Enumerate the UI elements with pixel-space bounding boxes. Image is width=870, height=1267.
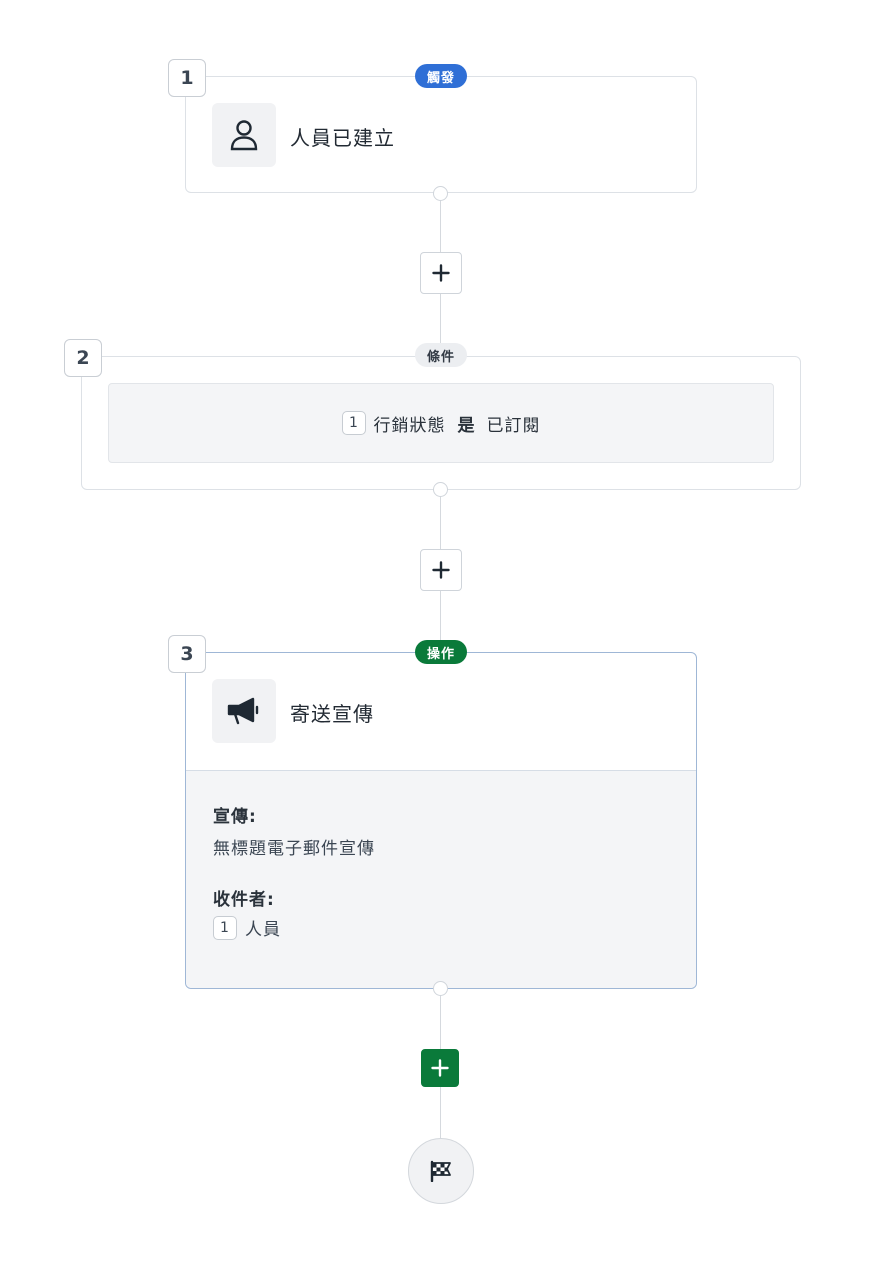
trigger-icon-box <box>212 103 276 167</box>
recipients-text: 人員 <box>245 920 281 940</box>
step-number: 1 <box>168 59 206 97</box>
recipients-value: 1 人員 <box>213 915 281 940</box>
condition-operator: 是 <box>457 415 475 436</box>
connector-dot <box>433 186 448 201</box>
action-details: 宣傳: 無標題電子郵件宣傳 收件者: 1 人員 <box>186 770 696 988</box>
recipients-index: 1 <box>213 915 237 940</box>
action-badge: 操作 <box>415 640 467 664</box>
step-number: 2 <box>64 339 102 377</box>
plus-icon <box>431 1059 449 1077</box>
connector-line <box>440 193 441 273</box>
connector-line <box>440 489 441 551</box>
plus-icon <box>432 264 450 282</box>
connector-dot <box>433 482 448 497</box>
condition-field: 行銷狀態 <box>373 415 446 436</box>
action-card[interactable]: 寄送宣傳 宣傳: 無標題電子郵件宣傳 收件者: 1 人員 <box>185 652 697 989</box>
condition-badge: 條件 <box>415 343 467 367</box>
condition-rule[interactable]: 1 行銷狀態 是 已訂閱 <box>108 383 774 463</box>
connector-line <box>440 291 441 357</box>
condition-card[interactable]: 1 行銷狀態 是 已訂閱 <box>81 356 801 490</box>
connector-line <box>440 589 441 653</box>
connector-dot <box>433 981 448 996</box>
campaign-value: 無標題電子郵件宣傳 <box>213 839 375 859</box>
checkered-flag-icon <box>430 1160 451 1182</box>
trigger-card[interactable]: 人員已建立 <box>185 76 697 193</box>
person-icon <box>230 120 258 151</box>
megaphone-icon <box>227 697 259 725</box>
trigger-badge: 觸發 <box>415 64 467 88</box>
plus-icon <box>432 561 450 579</box>
finish-node <box>408 1138 474 1204</box>
add-step-button[interactable] <box>420 252 462 294</box>
trigger-title: 人員已建立 <box>290 126 395 150</box>
campaign-label: 宣傳: <box>213 807 257 827</box>
condition-index: 1 <box>341 411 366 435</box>
recipients-label: 收件者: <box>213 890 275 910</box>
action-title: 寄送宣傳 <box>290 702 374 726</box>
add-step-button[interactable] <box>420 549 462 591</box>
add-step-button[interactable] <box>421 1049 459 1087</box>
step-number: 3 <box>168 635 206 673</box>
condition-value: 已訂閱 <box>486 415 541 436</box>
connector-line <box>440 988 441 1050</box>
action-icon-box <box>212 679 276 743</box>
connector-line <box>440 1087 441 1139</box>
